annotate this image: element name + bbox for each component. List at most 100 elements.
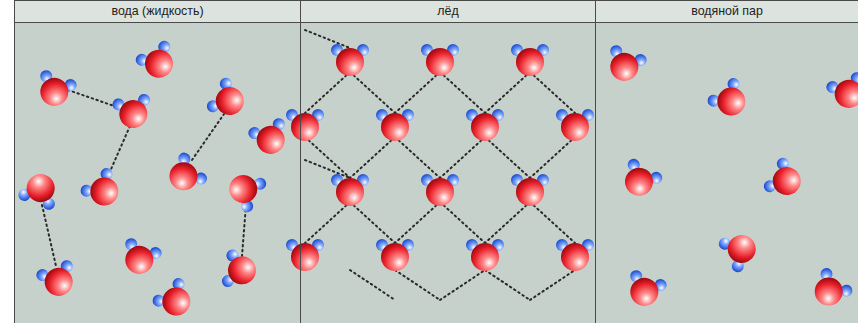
hydrogen-bond	[485, 72, 530, 113]
oxygen-atom	[809, 272, 848, 311]
water-molecule	[511, 44, 549, 76]
state-panel: вода (жидкость)	[14, 0, 300, 323]
hydrogen-bond	[305, 30, 350, 48]
oxygen-atom	[723, 230, 761, 268]
oxygen-atom	[291, 243, 319, 271]
water-molecule	[205, 76, 252, 125]
hydrogen-bond	[305, 137, 350, 178]
hydrogen-bonds	[42, 30, 575, 300]
oxygen-atom	[164, 157, 203, 196]
oxygen-atom	[561, 243, 589, 271]
oxygen-atom	[620, 163, 658, 201]
hydrogen-bond	[530, 137, 575, 178]
hydrogen-bond	[395, 137, 440, 178]
water-molecule	[117, 236, 164, 279]
oxygen-atom	[41, 264, 77, 300]
oxygen-atom	[291, 113, 319, 141]
oxygen-atom	[211, 82, 249, 120]
hydrogen-bond	[485, 137, 530, 178]
panel-heading: водяной пар	[596, 1, 858, 23]
hydrogen-bond	[350, 137, 395, 178]
water-molecule	[511, 174, 549, 206]
water-molecule	[112, 93, 155, 131]
water-molecule	[247, 116, 294, 159]
oxygen-atom	[36, 74, 72, 110]
water-molecule	[421, 174, 459, 206]
state-panel: лёд	[300, 0, 595, 323]
oxygen-atom	[516, 48, 544, 76]
water-molecule	[286, 239, 324, 271]
water-molecule	[421, 44, 459, 76]
water-molecule	[222, 166, 269, 215]
oxygen-atom	[381, 243, 409, 271]
hydrogen-bond	[530, 270, 575, 300]
water-molecule	[376, 109, 414, 141]
oxygen-atom	[712, 82, 751, 121]
state-panel: водяной пар	[595, 0, 858, 323]
panel-heading: лёд	[301, 1, 595, 23]
oxygen-atom	[117, 98, 149, 130]
water-molecule	[466, 239, 504, 271]
water-molecule	[556, 239, 594, 271]
water-molecule	[134, 39, 183, 86]
hydrogen-bond	[68, 90, 120, 108]
hydrogen-bond	[530, 72, 575, 113]
oxygen-atom	[140, 45, 178, 83]
hydrogen-bond	[440, 137, 485, 178]
hydrogen-bond	[440, 202, 485, 243]
hydrogen-bond	[350, 202, 395, 243]
water-molecule	[17, 168, 64, 211]
oxygen-atom	[768, 162, 806, 200]
oxygen-atom	[471, 113, 499, 141]
water-molecule	[221, 249, 259, 292]
hydrogen-bond	[440, 72, 485, 113]
hydrogen-bond	[305, 72, 350, 113]
oxygen-atom	[606, 49, 642, 85]
oxygen-atom	[426, 178, 454, 206]
water-molecule	[556, 109, 594, 141]
water-molecule	[762, 156, 809, 205]
hydrogen-bond	[395, 270, 440, 300]
hydrogen-bond	[395, 202, 440, 243]
water-molecule	[150, 276, 200, 323]
hydrogen-bond	[350, 270, 395, 300]
oxygen-atom	[121, 242, 157, 278]
water-molecule	[705, 76, 755, 125]
hydrogen-bond	[305, 160, 350, 178]
oxygen-atom	[253, 122, 289, 158]
oxygen-atom	[336, 178, 364, 206]
water-molecule	[717, 226, 764, 275]
water-molecule	[161, 150, 210, 200]
water-molecule	[35, 258, 82, 301]
oxygen-atom	[831, 76, 858, 112]
molecules	[17, 39, 858, 323]
water-molecule	[286, 109, 324, 141]
oxygen-atom	[85, 172, 124, 211]
panel-heading: вода (жидкость)	[15, 1, 300, 23]
hydrogen-bond	[192, 114, 224, 160]
oxygen-atom	[516, 178, 544, 206]
hydrogen-bond	[305, 202, 350, 243]
water-molecule	[331, 174, 369, 206]
water-molecule	[376, 239, 414, 271]
oxygen-atom	[336, 48, 364, 76]
water-molecule	[78, 166, 128, 215]
hydrogen-bond	[108, 126, 130, 176]
hydrogen-bond	[440, 270, 485, 300]
oxygen-atom	[426, 48, 454, 76]
oxygen-atom	[226, 254, 258, 286]
oxygen-atom	[381, 113, 409, 141]
water-molecule	[602, 43, 649, 86]
hydrogen-bond	[485, 202, 530, 243]
water-molecule	[622, 268, 669, 311]
water-molecule	[32, 68, 79, 111]
hydrogen-bond	[395, 72, 440, 113]
water-molecule	[825, 70, 858, 113]
water-molecule	[616, 157, 665, 204]
oxygen-atom	[157, 282, 196, 321]
hydrogen-bond	[242, 205, 246, 256]
panel-ground	[14, 0, 858, 323]
hydrogen-bond	[485, 270, 530, 300]
water-molecule	[805, 266, 855, 315]
